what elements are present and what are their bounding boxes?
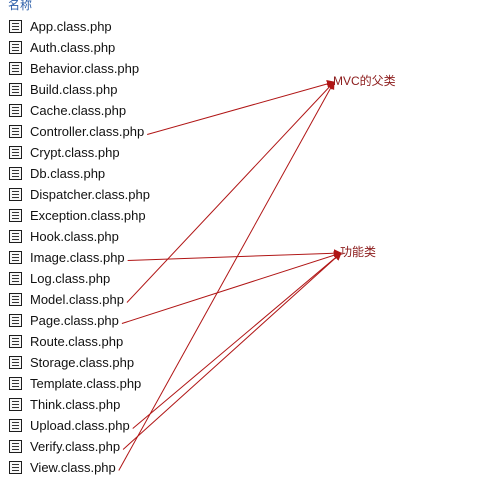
file-item[interactable]: Think.class.php — [9, 394, 150, 415]
php-file-icon — [9, 20, 22, 33]
file-name: Behavior.class.php — [30, 61, 140, 76]
file-name: Crypt.class.php — [30, 145, 120, 160]
file-name: Auth.class.php — [30, 40, 116, 55]
file-item[interactable]: Storage.class.php — [9, 352, 150, 373]
file-name: Route.class.php — [30, 334, 124, 349]
file-item[interactable]: Behavior.class.php — [9, 58, 150, 79]
file-item[interactable]: Controller.class.php — [9, 121, 150, 142]
php-file-icon — [9, 335, 22, 348]
php-file-icon — [9, 62, 22, 75]
file-item[interactable]: Route.class.php — [9, 331, 150, 352]
file-item[interactable]: Cache.class.php — [9, 100, 150, 121]
php-file-icon — [9, 377, 22, 390]
file-item[interactable]: View.class.php — [9, 457, 150, 478]
php-file-icon — [9, 41, 22, 54]
arrow-upload-class-php-to-utility — [132, 252, 342, 429]
file-item[interactable]: Upload.class.php — [9, 415, 150, 436]
file-name: Log.class.php — [30, 271, 111, 286]
file-name: Verify.class.php — [30, 439, 121, 454]
file-name: Cache.class.php — [30, 103, 127, 118]
php-file-icon — [9, 251, 22, 264]
file-item[interactable]: Image.class.php — [9, 247, 150, 268]
file-name: View.class.php — [30, 460, 116, 475]
file-name: Page.class.php — [30, 313, 119, 328]
file-item[interactable]: Verify.class.php — [9, 436, 150, 457]
arrow-verify-class-php-to-utility — [122, 252, 342, 450]
file-item[interactable]: Build.class.php — [9, 79, 150, 100]
php-file-icon — [9, 230, 22, 243]
file-name: Build.class.php — [30, 82, 118, 97]
arrow-image-class-php-to-utility — [127, 249, 342, 261]
php-file-icon — [9, 461, 22, 474]
php-file-icon — [9, 314, 22, 327]
file-item[interactable]: Template.class.php — [9, 373, 150, 394]
php-file-icon — [9, 104, 22, 117]
file-name: Exception.class.php — [30, 208, 146, 223]
file-item[interactable]: App.class.php — [9, 16, 150, 37]
file-item[interactable]: Log.class.php — [9, 268, 150, 289]
file-name: Controller.class.php — [30, 124, 145, 139]
php-file-icon — [9, 356, 22, 369]
php-file-icon — [9, 419, 22, 432]
file-item[interactable]: Exception.class.php — [9, 205, 150, 226]
php-file-icon — [9, 293, 22, 306]
php-file-icon — [9, 440, 22, 453]
arrow-controller-class-php-to-mvc-parent — [147, 80, 335, 135]
php-file-icon — [9, 209, 22, 222]
file-item[interactable]: Model.class.php — [9, 289, 150, 310]
file-name: App.class.php — [30, 19, 112, 34]
arrow-model-class-php-to-mvc-parent — [126, 81, 335, 303]
file-item[interactable]: Dispatcher.class.php — [9, 184, 150, 205]
file-name: Storage.class.php — [30, 355, 135, 370]
file-name: Think.class.php — [30, 397, 121, 412]
php-file-icon — [9, 188, 22, 201]
php-file-icon — [9, 146, 22, 159]
file-item[interactable]: Page.class.php — [9, 310, 150, 331]
php-file-icon — [9, 167, 22, 180]
php-file-icon — [9, 272, 22, 285]
file-name: Model.class.php — [30, 292, 124, 307]
file-name: Dispatcher.class.php — [30, 187, 150, 202]
file-name: Image.class.php — [30, 250, 125, 265]
annotation-utility: 功能类 — [340, 245, 377, 259]
file-name: Hook.class.php — [30, 229, 119, 244]
file-name: Template.class.php — [30, 376, 142, 391]
file-item[interactable]: Auth.class.php — [9, 37, 150, 58]
arrow-page-class-php-to-utility — [121, 251, 342, 324]
file-item[interactable]: Hook.class.php — [9, 226, 150, 247]
file-name: Upload.class.php — [30, 418, 130, 433]
file-item[interactable]: Db.class.php — [9, 163, 150, 184]
file-item[interactable]: Crypt.class.php — [9, 142, 150, 163]
php-file-icon — [9, 398, 22, 411]
file-name: Db.class.php — [30, 166, 106, 181]
column-header-name[interactable]: 名称 — [8, 0, 33, 12]
arrow-view-class-php-to-mvc-parent — [118, 81, 335, 471]
php-file-icon — [9, 83, 22, 96]
annotation-mvc-parent: MVC的父类 — [333, 74, 396, 88]
php-file-icon — [9, 125, 22, 138]
